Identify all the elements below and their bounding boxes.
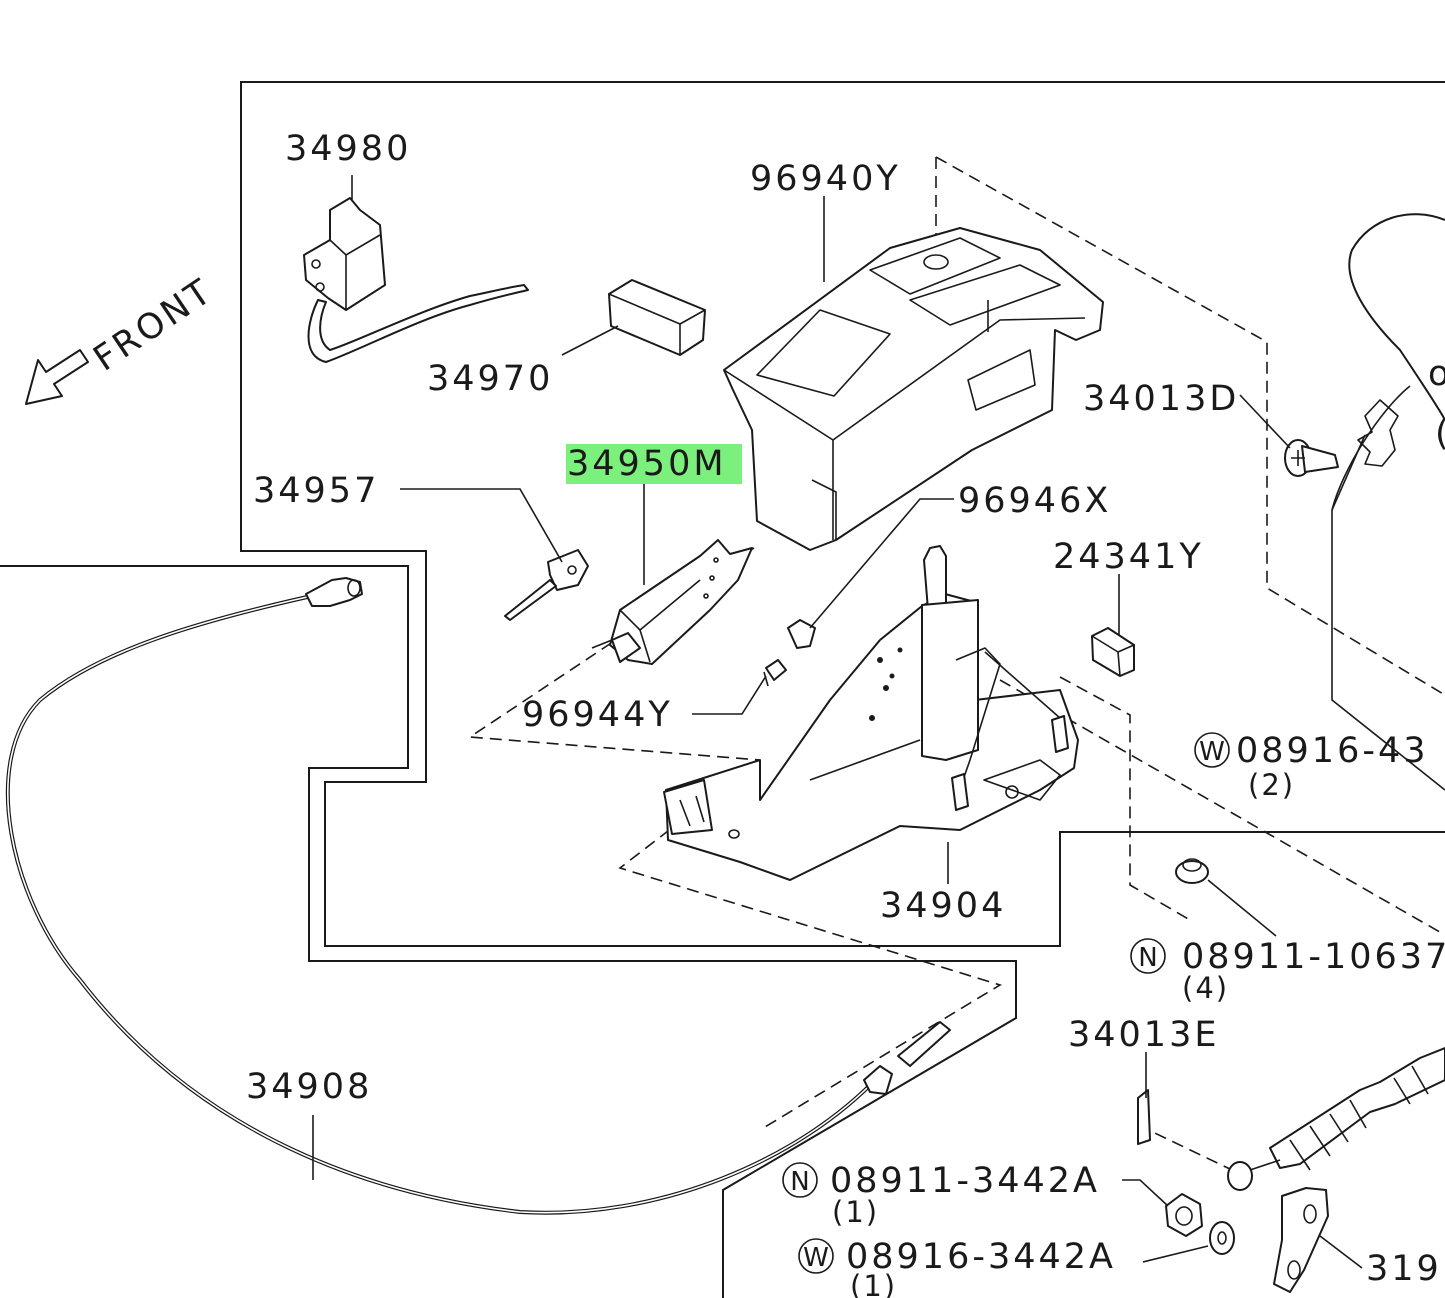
- leader-lines: [312, 175, 1366, 1269]
- nut-symbol-2: [782, 1162, 818, 1198]
- nut-symbol-1: [1130, 938, 1166, 974]
- part-34013E-bracket: [1137, 1089, 1151, 1145]
- part-34013D-bolt: [1284, 439, 1339, 477]
- label-08911-3442A: 08911-3442A: [830, 1161, 1100, 1201]
- front-arrow-icon: [25, 349, 89, 405]
- qty-08911-10637: (4): [1182, 971, 1229, 1005]
- knob-partial-mark: o: [1428, 354, 1445, 394]
- washer-symbol-2: [798, 1238, 834, 1274]
- qty-08916-3442A: (1): [850, 1269, 897, 1298]
- nut-letter-1: N: [1138, 943, 1157, 973]
- part-34980-bracket: [303, 197, 529, 363]
- label-34013E: 34013E: [1068, 1015, 1219, 1055]
- washer-letter-2: W: [803, 1243, 829, 1273]
- knob-partial-mark-2: (: [1435, 414, 1445, 454]
- qty-08916-43: (2): [1248, 768, 1295, 802]
- front-label: FRONT: [87, 271, 221, 379]
- label-96940Y: 96940Y: [750, 159, 901, 199]
- label-08916-3442A: 08916-3442A: [846, 1237, 1116, 1277]
- label-34904: 34904: [880, 886, 1006, 926]
- label-34970: 34970: [427, 359, 553, 399]
- label-34950M: 34950M: [567, 444, 727, 484]
- frame-outlines: [0, 81, 1445, 1298]
- label-3191: 3191: [1366, 1249, 1445, 1289]
- part-34908-cable: [5, 577, 951, 1215]
- shift-knob: o (: [1331, 213, 1445, 791]
- label-34013D: 34013D: [1083, 379, 1239, 419]
- nut-08911-3442A: [1165, 1193, 1203, 1237]
- part-96946X-block: [787, 619, 816, 649]
- part-34950M-plate: [591, 539, 753, 665]
- part-34957-pin: [504, 549, 589, 621]
- highlight-34950M: [566, 444, 742, 484]
- part-24341Y-clip: [1091, 627, 1135, 677]
- label-34957: 34957: [253, 471, 379, 511]
- washer-symbol-1: [1194, 732, 1230, 768]
- nut-letter-2: N: [790, 1167, 809, 1197]
- label-96944Y: 96944Y: [522, 695, 673, 735]
- label-34980: 34980: [285, 129, 411, 169]
- washer-letter-1: W: [1199, 737, 1225, 767]
- label-96946X: 96946X: [958, 481, 1111, 521]
- part-labels: 34980 96940Y 34970 34013D 34957 34950M 9…: [246, 129, 1445, 1298]
- cable-end-assembly: [1227, 1047, 1445, 1293]
- qty-08911-3442A: (1): [832, 1195, 879, 1229]
- part-34970-block: [608, 279, 706, 356]
- label-08911-10637: 08911-10637: [1182, 937, 1445, 977]
- label-24341Y: 24341Y: [1053, 537, 1204, 577]
- part-34904-base: [663, 545, 1079, 881]
- part-96944Y-pin: [763, 659, 787, 687]
- nut-08911-10637: [1175, 858, 1209, 884]
- washer-08916-3442A: [1209, 1221, 1235, 1255]
- part-96940Y-console: [723, 227, 1104, 551]
- label-08916-43: 08916-43: [1236, 731, 1429, 771]
- label-34908: 34908: [246, 1067, 372, 1107]
